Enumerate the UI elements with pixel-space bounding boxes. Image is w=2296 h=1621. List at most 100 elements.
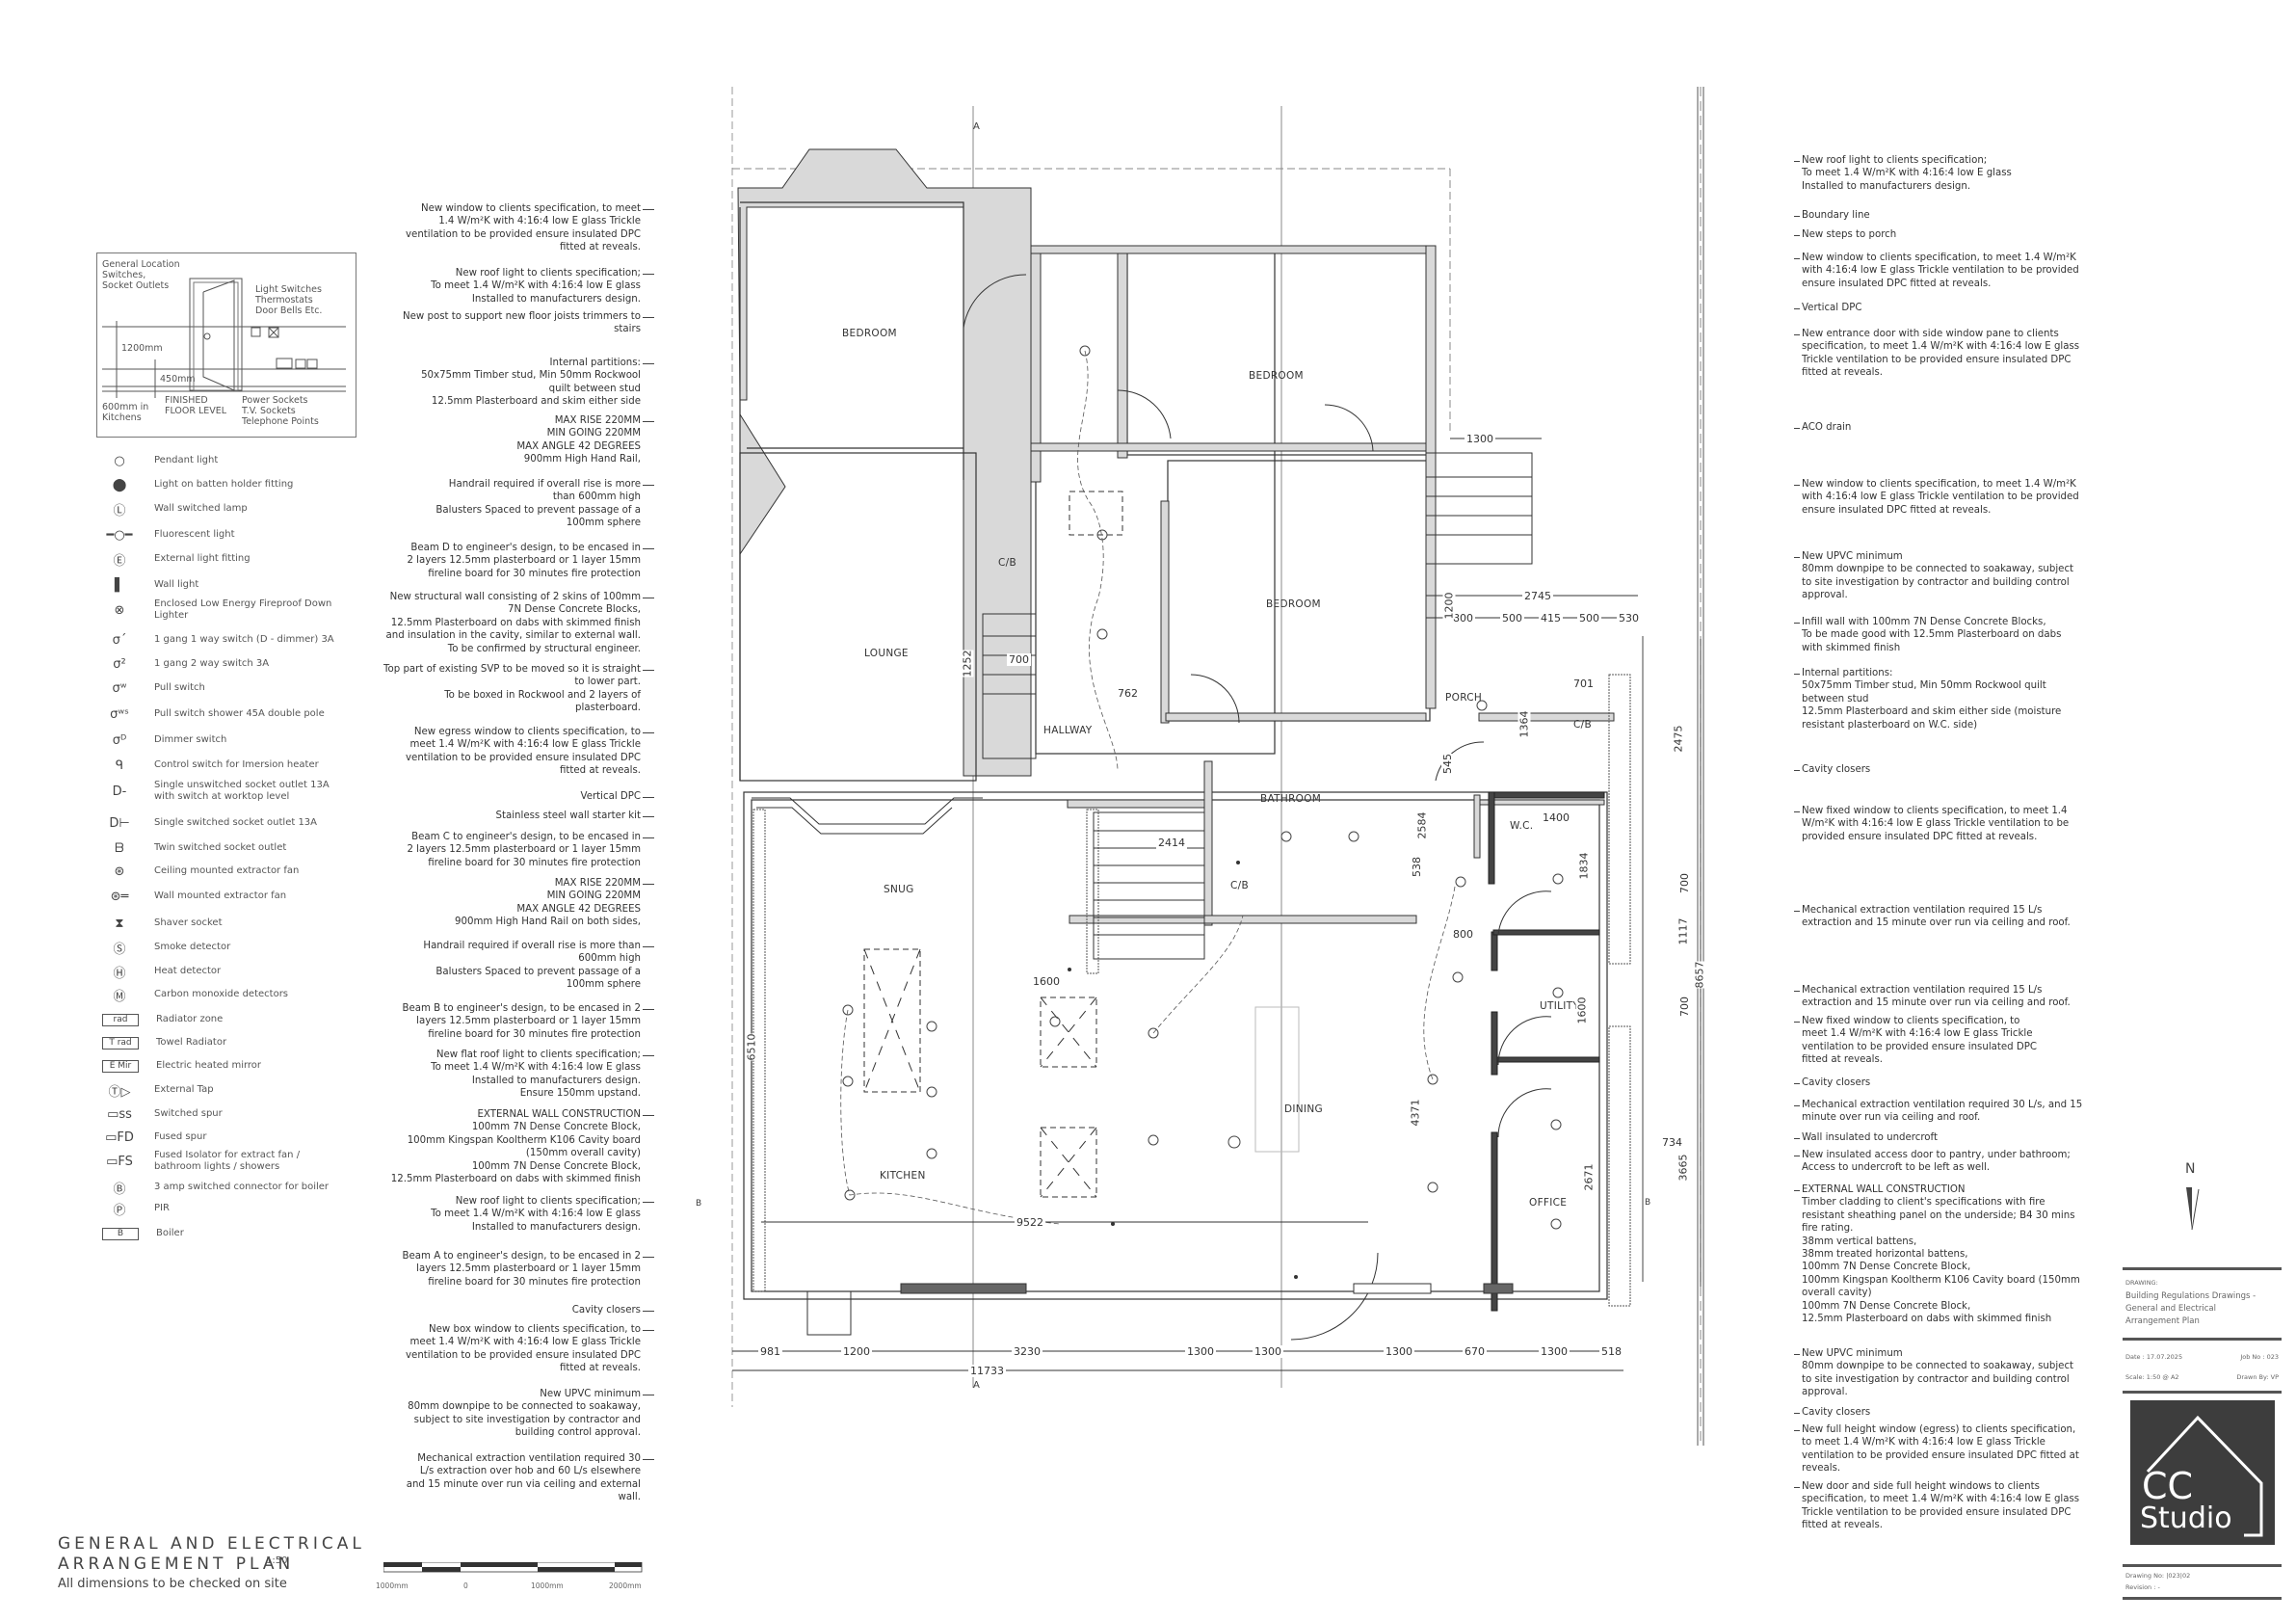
smoke-detector-icon: Ⓢ — [113, 942, 126, 957]
annotation-note: Mechanical extraction ventilation requir… — [1802, 905, 2071, 929]
shaver-socket-icon: ⧗ — [115, 916, 124, 931]
dim-1117: 1117 — [1676, 917, 1690, 945]
legend-label: Boiler — [156, 1228, 184, 1238]
finished-floor-label: FINISHED FLOOR LEVEL — [165, 395, 227, 416]
leader-line — [1794, 1190, 1800, 1191]
annotation-note: New post to support new floor joists tri… — [403, 311, 641, 335]
location-guide: General Location Switches, Socket Outlet… — [96, 252, 356, 438]
room-bedroom-2: BEDROOM — [1249, 370, 1304, 382]
legend-label: Shaver socket — [154, 917, 223, 928]
annotation-note: Beam B to engineer's design, to be encas… — [402, 1003, 641, 1040]
drawing-number: Drawing No: |023|02 — [2125, 1572, 2191, 1580]
twin-socket-icon: ᗷ — [115, 840, 124, 856]
legend-label: Fluorescent light — [154, 529, 235, 540]
leader-line — [643, 1055, 654, 1056]
leader-line — [643, 732, 654, 733]
legend-item: ▌Wall light — [96, 575, 198, 595]
pull-switch-shower-icon: σʷˢ — [110, 706, 129, 722]
dim-1834: 1834 — [1577, 852, 1591, 880]
leader-line — [1794, 1354, 1800, 1355]
symbol-legend: ○Pendant light⬤Light on batten holder fi… — [96, 451, 366, 1289]
dim-700b: 700 — [1678, 997, 1691, 1017]
annotation-note: Cavity closers — [1802, 764, 1871, 775]
legend-label: Single unswitched socket outlet 13A with… — [154, 780, 330, 802]
annotation-note: Top part of existing SVP to be moved so … — [383, 664, 641, 714]
legend-label: Twin switched socket outlet — [154, 842, 287, 853]
dim-734: 734 — [1660, 1136, 1684, 1149]
section-marker-bottom: A — [973, 1380, 980, 1391]
dim-701: 701 — [1571, 678, 1596, 690]
leader-line — [1794, 1022, 1800, 1023]
annotation-note: ACO drain — [1802, 422, 1852, 433]
leader-line — [1794, 991, 1800, 992]
leader-line — [643, 670, 654, 671]
dim-porch-1300: 1300 — [1465, 433, 1495, 445]
legend-label: 1 gang 1 way switch (D - dimmer) 3A — [154, 634, 334, 645]
dim-bottom-4: 1300 — [1185, 1345, 1216, 1358]
room-bedroom-3: BEDROOM — [1266, 598, 1321, 610]
legend-item: ⊗Enclosed Low Energy Fireproof Down Ligh… — [96, 598, 332, 621]
legend-item: ━○━Fluorescent light — [96, 525, 235, 545]
boiler-connector-icon: Ⓑ — [113, 1182, 126, 1197]
switch-1gang-2way-icon: σ² — [113, 656, 126, 672]
legend-item: D⊢Single switched socket outlet 13A — [96, 813, 317, 833]
legend-label: Control switch for Imersion heater — [154, 759, 319, 770]
legend-item: D-Single unswitched socket outlet 13A wi… — [96, 780, 330, 802]
leader-line — [1794, 1083, 1800, 1084]
room-cb-2: C/B — [1230, 880, 1249, 891]
plan-subtitle: All dimensions to be checked on site — [58, 1577, 287, 1591]
leader-line — [1794, 1430, 1800, 1431]
legend-label: Pull switch shower 45A double pole — [154, 708, 325, 719]
leader-line — [1794, 216, 1800, 217]
annotation-note: New fixed window to clients specificatio… — [1802, 806, 2070, 842]
immersion-control-icon: ᑫ — [115, 757, 124, 773]
room-porch: PORCH — [1445, 692, 1483, 704]
leader-line — [643, 797, 654, 798]
annotation-note: New window to clients specification, to … — [1802, 252, 2079, 289]
annotation-note: New roof light to clients specification;… — [431, 1196, 641, 1233]
annotation-note: MAX RISE 220MM MIN GOING 220MM MAX ANGLE… — [516, 415, 641, 465]
legend-item: ○Pendant light — [96, 451, 218, 470]
annotation-note: New UPVC minimum 80mm downpipe to be con… — [408, 1389, 641, 1439]
legend-label: Radiator zone — [156, 1014, 224, 1024]
legend-label: Carbon monoxide detectors — [154, 989, 289, 999]
leader-line — [643, 1311, 654, 1312]
legend-label: Single switched socket outlet 13A — [154, 817, 318, 828]
leader-line — [1794, 258, 1800, 259]
dim-762: 762 — [1116, 687, 1140, 700]
drawing-label: DRAWING: — [2125, 1279, 2158, 1287]
legend-label: Enclosed Low Energy Fireproof Down Light… — [154, 598, 332, 621]
wall-switched-lamp-icon: Ⓛ — [113, 503, 126, 518]
annotation-note: Cavity closers — [1802, 1077, 1871, 1088]
leader-line — [643, 1459, 654, 1460]
leader-line — [643, 1115, 654, 1116]
boiler-icon: B — [102, 1227, 139, 1240]
fused-spur-icon: ▭FD — [105, 1129, 134, 1145]
leader-line — [1794, 428, 1800, 429]
annotation-note: New structural wall consisting of 2 skin… — [385, 592, 641, 654]
annotation-note: Mechanical extraction ventilation requir… — [406, 1453, 641, 1503]
legend-item: ᑫ Control switch for Imersion heater — [96, 756, 319, 775]
plan-title: GENERAL AND ELECTRICAL ARRANGEMENT PLAN — [58, 1534, 365, 1574]
annotation-note: Handrail required if overall rise is mor… — [435, 479, 641, 529]
annotation-note: EXTERNAL WALL CONSTRUCTION 100mm 7N Dens… — [390, 1109, 641, 1185]
dim-bottom-8: 1300 — [1539, 1345, 1570, 1358]
dim-1200: 1200 — [1442, 592, 1456, 620]
section-marker-b-right: B — [1645, 1198, 1651, 1208]
annotation-note: New steps to porch — [1802, 229, 1897, 240]
annotation-note: Infill wall with 100mm 7N Dense Concrete… — [1802, 617, 2062, 653]
room-cb-3: C/B — [1573, 719, 1592, 731]
height-450-label: 450mm — [160, 374, 196, 385]
leader-line — [643, 548, 654, 549]
left-annotations: New window to clients specification, to … — [366, 202, 654, 1532]
legend-item: σ´1 gang 1 way switch (D - dimmer) 3A — [96, 630, 334, 650]
ceiling-extractor-icon: ⊛ — [114, 864, 125, 879]
leader-line — [643, 1257, 654, 1258]
